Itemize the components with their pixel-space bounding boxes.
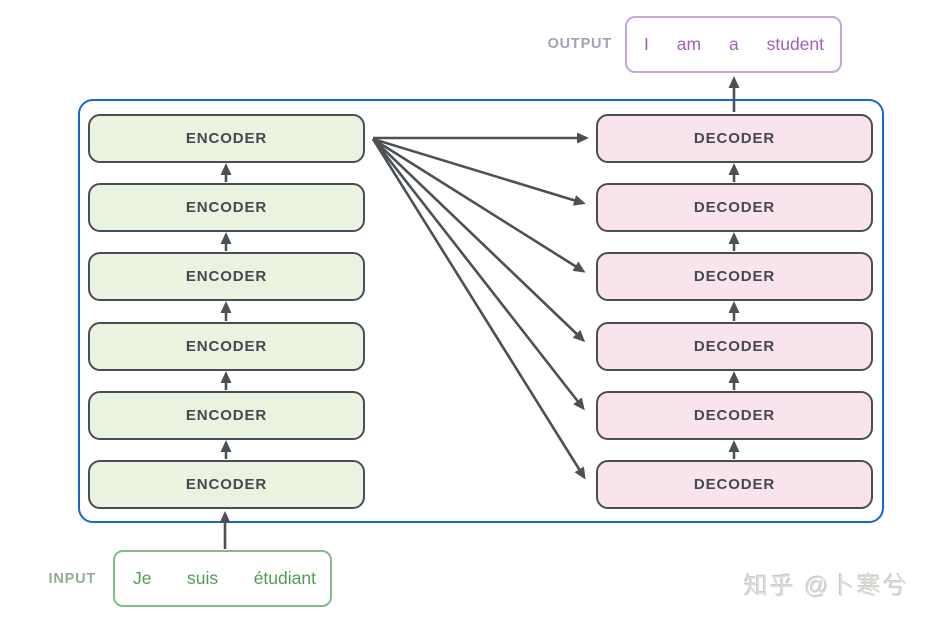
watermark-text: 知乎 @卜寒兮: [744, 573, 910, 600]
input-word: étudiant: [253, 568, 316, 588]
decoder-label: DECODER: [693, 407, 776, 424]
encoder-label: ENCODER: [185, 199, 268, 216]
input-label: INPUT: [48, 571, 96, 587]
encoder-box-4: ENCODER: [88, 252, 365, 301]
encoder-box-1: ENCODER: [88, 460, 365, 509]
decoder-label: DECODER: [693, 268, 776, 285]
encoder-label: ENCODER: [185, 476, 268, 493]
encoder-box-2: ENCODER: [88, 391, 365, 440]
input-sentence-box: Je suis étudiant: [113, 550, 332, 607]
output-label: OUTPUT: [547, 36, 612, 52]
output-word: student: [766, 34, 824, 54]
decoder-label: DECODER: [693, 130, 776, 147]
encoder-box-3: ENCODER: [88, 322, 365, 371]
decoder-box-1: DECODER: [596, 460, 873, 509]
encoder-label: ENCODER: [185, 130, 268, 147]
output-word: a: [728, 34, 739, 54]
encoder-box-5: ENCODER: [88, 183, 365, 232]
model-container-frame: [78, 99, 884, 523]
decoder-box-2: DECODER: [596, 391, 873, 440]
decoder-label: DECODER: [693, 476, 776, 493]
encoder-box-6: ENCODER: [88, 114, 365, 163]
encoder-label: ENCODER: [185, 407, 268, 424]
decoder-box-5: DECODER: [596, 183, 873, 232]
decoder-box-6: DECODER: [596, 114, 873, 163]
output-word: I: [644, 34, 649, 54]
output-word: am: [676, 34, 702, 54]
encoder-label: ENCODER: [185, 338, 268, 355]
output-sentence-box: I am a student: [625, 16, 842, 73]
decoder-box-4: DECODER: [596, 252, 873, 301]
input-word: suis: [187, 568, 219, 588]
decoder-label: DECODER: [693, 199, 776, 216]
decoder-label: DECODER: [693, 338, 776, 355]
encoder-label: ENCODER: [185, 268, 268, 285]
decoder-box-3: DECODER: [596, 322, 873, 371]
input-word: Je: [133, 568, 152, 588]
